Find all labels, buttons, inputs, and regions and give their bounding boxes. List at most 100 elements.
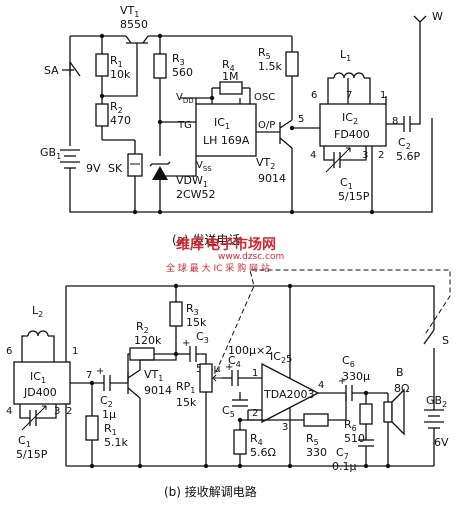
rx-ic2-pin-2: 2 <box>252 408 258 419</box>
tx-r2-resistor <box>95 103 109 127</box>
tx-c1-value: 5/15P <box>338 190 370 203</box>
rx-rp1-potentiometer <box>199 363 213 393</box>
rx-c5-capacitor: C5 <box>222 399 248 419</box>
tx-gb1-value: 9V <box>86 162 101 175</box>
rx-c45-value: 100μ×2 <box>228 344 272 357</box>
rx-speaker-ref: B <box>396 366 404 379</box>
rx-caption: (b) 接收解调电路 <box>164 484 257 499</box>
tx-c1-ref: C1 <box>340 176 353 191</box>
rx-c2-value: 1μ <box>102 408 116 421</box>
rx-r4-value: 5.6Ω <box>250 446 276 459</box>
tx-ic2-ref: IC2 <box>342 111 358 126</box>
rx-r2-resistor <box>129 347 155 361</box>
tx-r5-resistor <box>285 51 299 77</box>
tx-r2-value: 470 <box>110 114 131 127</box>
tx-ic2-pin-1: 1 <box>380 90 386 101</box>
tx-ground-rail <box>69 36 433 213</box>
tx-vt2-ref: VT2 <box>256 156 275 171</box>
rx-r6-ref: R6 <box>344 418 357 433</box>
rx-c2-capacitor: + C2 1μ <box>96 366 116 421</box>
rx-r1-value: 5.1k <box>104 436 128 449</box>
rx-r3-value: 15k <box>186 316 207 329</box>
tx-r3-ref: R3 <box>172 52 185 67</box>
tx-antenna-label: W <box>432 10 443 23</box>
rx-c1-value: 5/15P <box>16 448 48 461</box>
rx-c5-ref: C5 <box>222 404 235 419</box>
rx-c6-ref: C6 <box>342 354 355 369</box>
rx-ic2-ref: IC2 <box>270 350 286 365</box>
rx-r5-resistor <box>303 413 329 427</box>
tx-sk-label: SK <box>108 162 123 175</box>
rx-ic2-pin-5: 5 <box>286 354 292 365</box>
tx-vt1-ref: VT1 <box>120 4 139 19</box>
tx-c2-capacitor: C2 5.6P <box>396 116 420 163</box>
rx-l2-inductor: L2 <box>21 304 55 362</box>
tx-vdw1-ref: VDW1 <box>176 174 208 189</box>
tx-r1-resistor <box>95 53 109 77</box>
tx-ic1-chip: IC1 LH 169A VDD TG VSS OSC O/P <box>176 92 275 173</box>
rx-r4-resistor <box>233 429 247 455</box>
tx-ic2-pin-8: 8 <box>392 116 398 127</box>
tx-r1-ref: R1 <box>110 54 123 69</box>
tx-gb1-battery: GB1 9V <box>40 146 101 175</box>
rx-top-rail <box>66 285 435 330</box>
watermark-slogan: 全 球 最 大 IC 采 购 网 站 <box>166 262 270 274</box>
rx-ic1-ref: IC1 <box>30 370 46 385</box>
tx-sa-switch: SA <box>44 61 81 77</box>
rx-speaker-value: 8Ω <box>394 382 409 395</box>
rx-r5-value: 330 <box>306 446 327 459</box>
tx-ic2-pin-2: 2 <box>378 150 384 161</box>
tx-ic1-pin-tg: TG <box>177 120 192 131</box>
rx-ic2-pin-1: 1 <box>252 368 258 379</box>
tx-c1-variable-capacitor: C1 5/15P <box>323 146 373 212</box>
rx-ic1-pin-3: 3 <box>54 406 60 417</box>
tx-ic1-pin-vss: VSS <box>196 160 212 173</box>
rx-c4-ref: C4 <box>228 354 241 369</box>
tx-vt1-base-wire <box>102 50 138 97</box>
rx-ic2-part: TDA2003 <box>263 388 315 401</box>
rx-r2-ref: R2 <box>136 320 149 335</box>
tx-caption: (a) 发送电话 <box>172 232 241 247</box>
rx-vt1-transistor: VT1 9014 <box>127 368 172 399</box>
rx-c3-ref: C3 <box>196 330 209 345</box>
rx-r2-value: 120k <box>134 334 162 347</box>
receiver-circuit: IC1 JD400 6 1 7 4 3 2 L2 C1 5/15P <box>6 269 451 499</box>
tx-r1-value: 10k <box>110 68 131 81</box>
watermark-brand: 维库 <box>176 236 204 253</box>
tx-ic2-part: FD400 <box>334 128 370 141</box>
tx-r3-value: 560 <box>172 66 193 79</box>
tx-ic2-pin-6: 6 <box>311 90 317 101</box>
transmitter-circuit: VT1 8550 R1 10k R2 470 SA GB1 <box>40 4 443 247</box>
rx-ic1-pin-2: 2 <box>66 406 72 417</box>
rx-ic2-pin-4: 4 <box>318 380 324 391</box>
rx-r3-resistor <box>169 301 183 327</box>
rx-c1-variable-capacitor: C1 5/15P <box>16 404 67 466</box>
rx-gb2-battery: GB2 6V <box>424 392 449 466</box>
rx-c1-ref: C1 <box>18 434 31 449</box>
tx-ic1-pin-osc: OSC <box>254 92 275 103</box>
tx-ic1-pin-vdd: VDD <box>176 92 194 105</box>
tx-r4-resistor <box>219 81 243 95</box>
rx-s-switch: S <box>423 329 449 392</box>
tx-r5-ref: R5 <box>258 46 271 61</box>
watermark: 维库 电子市场网 www.dzsc.com 全 球 最 大 IC 采 购 网 站 <box>166 236 284 274</box>
rx-ic1-pin-7: 7 <box>86 370 92 381</box>
tx-vt2-value: 9014 <box>258 172 286 185</box>
tx-ic1-part: LH 169A <box>203 134 250 147</box>
tx-ic2-pin-7: 7 <box>346 90 352 101</box>
tx-sk-sensor: SK <box>108 140 143 212</box>
tx-l1-ref: L1 <box>340 48 351 63</box>
rx-ic1-pin-6: 6 <box>6 346 12 357</box>
rx-speaker: B 8Ω <box>383 366 409 436</box>
rx-r1-ref: R1 <box>104 422 117 437</box>
rx-r6-value: 510 <box>344 432 365 445</box>
tx-r3-resistor <box>153 53 167 79</box>
tx-r4-ref: R4 <box>222 58 235 73</box>
tx-ic2-pin-4: 4 <box>310 150 316 161</box>
rx-c4-capacitor: + C4 <box>225 354 241 386</box>
rx-c2-ref: C2 <box>100 394 113 409</box>
tx-r4-value: 1M <box>222 70 239 83</box>
tx-vt1-transistor: VT1 8550 <box>120 4 149 50</box>
tx-r5-value: 1.5k <box>258 60 282 73</box>
